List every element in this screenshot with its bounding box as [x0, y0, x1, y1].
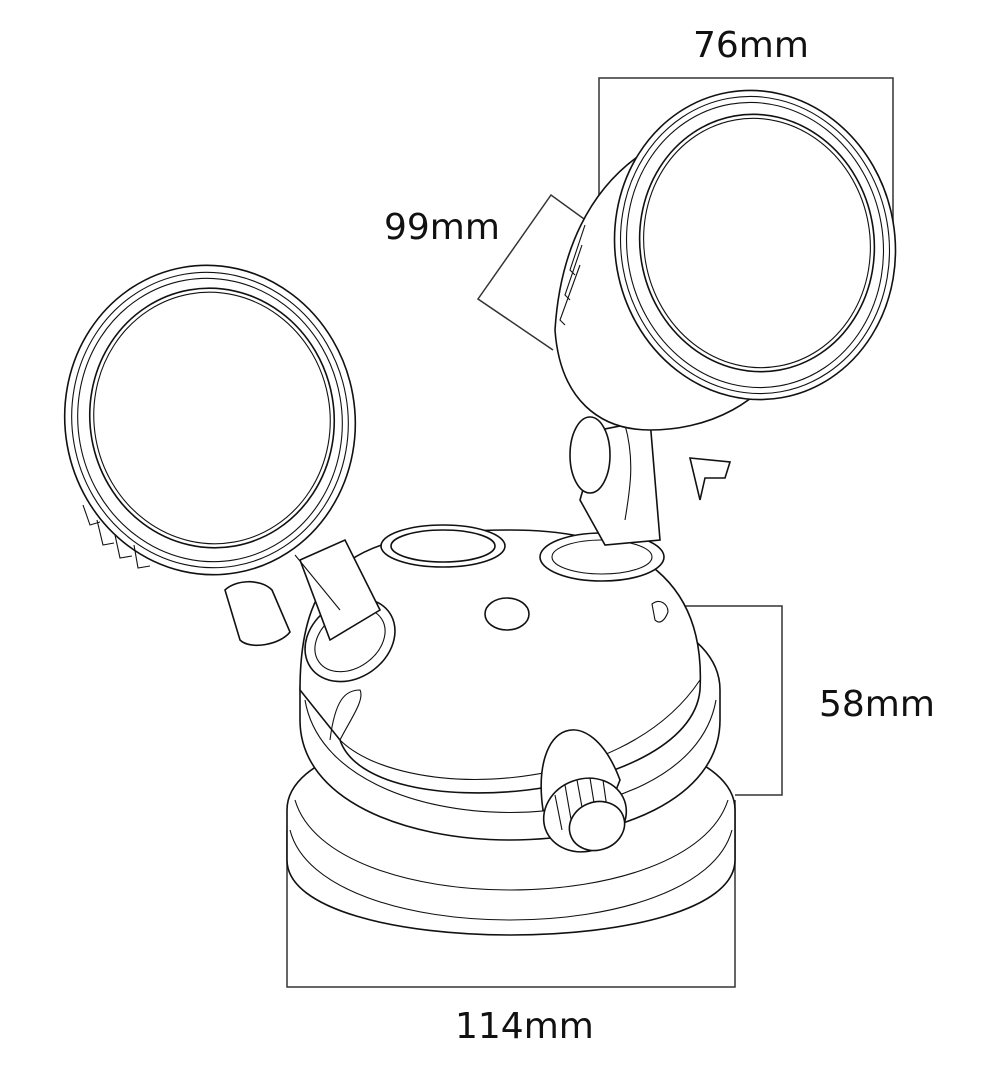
dimension-76mm-bracket	[598, 77, 894, 300]
dimension-114mm-bracket	[286, 800, 736, 988]
dimension-label-58mm: 58mm	[819, 684, 935, 725]
lamp-head-left	[63, 264, 382, 647]
dimension-label-76mm: 76mm	[693, 25, 809, 66]
sensor-window	[484, 597, 530, 631]
lamp-head-right	[554, 89, 897, 546]
dimension-label-99mm: 99mm	[384, 207, 500, 248]
dimension-label-114mm: 114mm	[455, 1006, 594, 1047]
adjustment-knob	[540, 729, 628, 853]
